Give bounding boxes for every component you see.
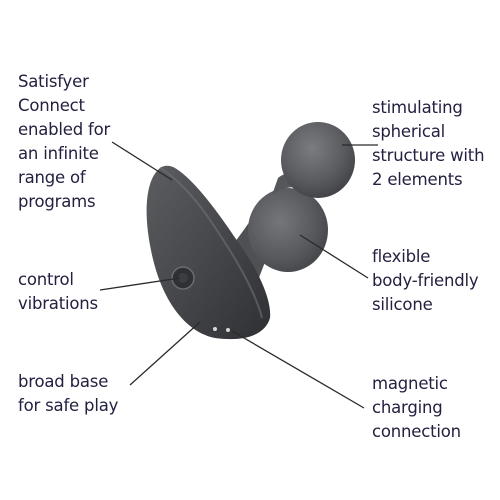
callout-satisfyer-connect: Satisfyer Connect enabled for an infinit…: [18, 70, 110, 214]
leader-line-flexible-silicone: [299, 234, 369, 279]
callout-line: Connect: [18, 96, 85, 115]
callout-magnetic-charging: magnetic charging connection: [372, 372, 461, 444]
leader-line-broad-base: [129, 321, 201, 386]
callout-line: spherical: [372, 122, 446, 141]
callout-flexible-silicone: flexible body-friendly silicone: [372, 245, 479, 317]
product-lower-sphere: [248, 188, 328, 272]
callout-line: silicone: [372, 295, 433, 314]
callout-spherical-structure: stimulating spherical structure with 2 e…: [372, 96, 485, 192]
callout-line: stimulating: [372, 98, 463, 117]
control-button-inner: [178, 273, 188, 283]
callout-line: body-friendly: [372, 271, 479, 290]
callout-line: for safe play: [18, 396, 119, 415]
callout-line: enabled for: [18, 120, 111, 139]
callout-line: an infinite: [18, 144, 99, 163]
callout-line: charging: [372, 398, 443, 417]
callout-line: connection: [372, 422, 461, 441]
leader-line-control-vibrations: [99, 277, 181, 291]
leader-line-satisfyer-connect: [111, 141, 173, 181]
product-upper-sphere: [281, 122, 355, 198]
callout-line: broad base: [18, 372, 109, 391]
callout-line: vibrations: [18, 294, 98, 313]
callout-line: Satisfyer: [18, 72, 89, 91]
callout-broad-base: broad base for safe play: [18, 370, 118, 418]
callout-control-vibrations: control vibrations: [18, 268, 98, 316]
callout-line: 2 elements: [372, 170, 463, 189]
callout-line: magnetic: [372, 374, 448, 393]
callout-line: structure with: [372, 146, 485, 165]
charging-dot-right: [226, 328, 230, 332]
leader-line-magnetic-charging: [231, 330, 365, 409]
callout-line: flexible: [372, 247, 431, 266]
charging-dot-left: [213, 327, 217, 331]
product-base: [146, 165, 271, 340]
callout-line: control: [18, 270, 74, 289]
callout-line: range of: [18, 168, 86, 187]
callout-line: programs: [18, 192, 96, 211]
product-base-rim: [159, 167, 263, 319]
